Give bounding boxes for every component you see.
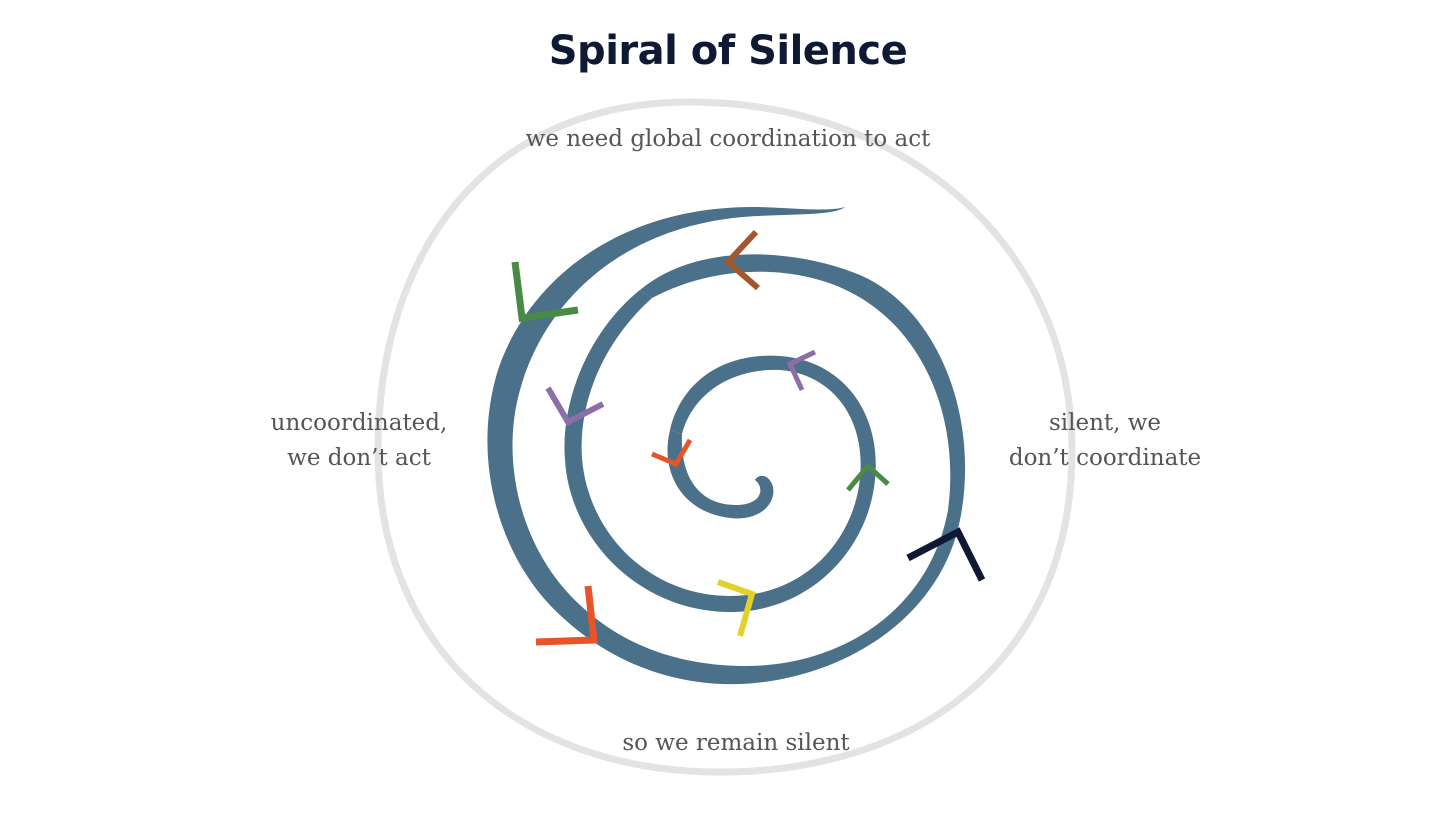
label-top: we need global coordination to act [525, 126, 931, 152]
outer-ring [374, 98, 1076, 776]
chevron-marker-purple-left [545, 386, 605, 426]
label-right: silent, we don’t coordinate [990, 406, 1220, 476]
spiral-arm-inner [667, 430, 774, 519]
label-right-line1: silent, we [1048, 410, 1162, 436]
chevron-marker-green-right [846, 462, 890, 492]
spiral-arm-middle [564, 290, 876, 612]
chevron-marker-purple-top [786, 349, 817, 392]
chevron-marker-green-top-left [511, 261, 579, 322]
chevron-marker-navy [906, 527, 986, 582]
label-left-line2: we don’t act [287, 445, 431, 471]
label-left: uncoordinated, we don’t act [250, 406, 468, 476]
spiral-arm-outer [487, 206, 966, 685]
chevron-marker-orange-inner [651, 438, 693, 468]
diagram-title: Spiral of Silence [548, 28, 908, 74]
label-bottom: so we remain silent [622, 730, 850, 756]
chevron-marker-yellow [717, 579, 756, 637]
label-left-line1: uncoordinated, [270, 410, 448, 436]
label-right-line2: don’t coordinate [1008, 445, 1202, 471]
chevron-marker-brown [723, 229, 760, 291]
chevron-marker-orange-bottom [535, 585, 598, 646]
